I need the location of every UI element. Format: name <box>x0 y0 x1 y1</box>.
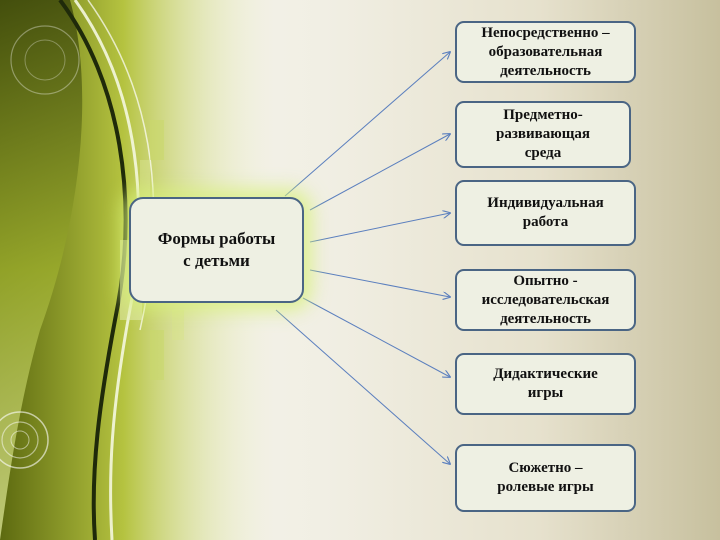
node-subject-developing-environment: Предметно- развивающая среда <box>455 101 631 168</box>
arrow-to-role-playing-games <box>275 309 450 464</box>
node-individual-work: Индивидуальная работа <box>455 180 636 246</box>
node-experimental-research-activity: Опытно - исследовательская деятельность <box>455 269 636 331</box>
node-label: Индивидуальная работа <box>487 195 604 230</box>
node-direct-educational-activity: Непосредственно – образовательная деятел… <box>455 21 636 83</box>
node-label: Опытно - исследовательская деятельность <box>481 272 610 327</box>
node-label: Сюжетно – ролевые игры <box>497 460 594 495</box>
arrow-to-didactic-games <box>302 297 450 377</box>
arrow-to-direct-educational-activity <box>284 52 450 197</box>
node-didactic-games: Дидактические игры <box>455 353 636 415</box>
center-node-label: Формы работы с детьми <box>157 229 276 270</box>
node-label: Предметно- развивающая среда <box>496 107 590 161</box>
node-label: Дидактические игры <box>493 366 598 401</box>
arrow-to-experimental-research-activity <box>309 269 450 297</box>
node-label: Непосредственно – образовательная деятел… <box>481 24 610 79</box>
center-node-forms-of-work: Формы работы с детьми <box>129 197 304 303</box>
node-role-playing-games: Сюжетно – ролевые игры <box>455 444 636 512</box>
arrow-to-individual-work <box>309 213 450 243</box>
arrow-to-subject-developing-environment <box>309 134 450 211</box>
